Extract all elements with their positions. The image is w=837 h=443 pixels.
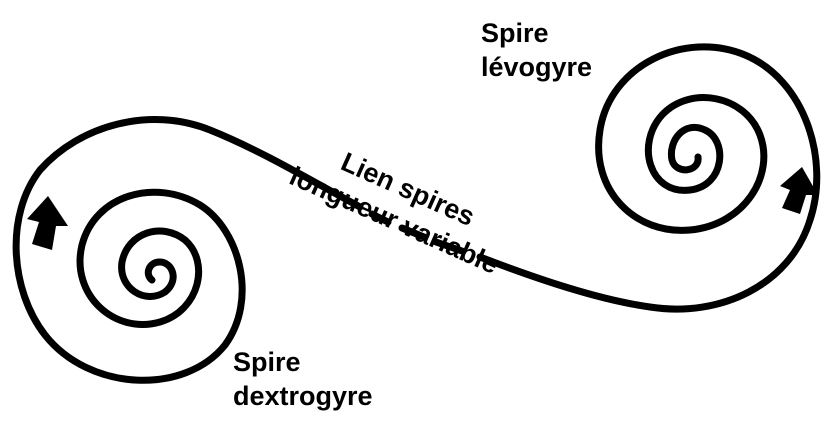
right-spiral bbox=[476, 43, 821, 313]
label-levogyre-line2: lévogyre bbox=[481, 52, 593, 82]
link-dash-2 bbox=[398, 224, 428, 241]
label-dextrogyre-line1: Spire bbox=[233, 347, 301, 377]
left-arrow-icon bbox=[27, 196, 68, 250]
label-levogyre-line1: Spire bbox=[481, 18, 549, 48]
link-dash-1 bbox=[368, 210, 392, 226]
link-dash-3 bbox=[432, 238, 466, 255]
label-dextrogyre: Spire dextrogyre bbox=[233, 345, 373, 413]
left-spiral bbox=[12, 116, 364, 384]
label-levogyre: Spire lévogyre bbox=[481, 16, 592, 84]
right-arrow-icon bbox=[780, 167, 818, 214]
label-dextrogyre-line2: dextrogyre bbox=[233, 381, 373, 411]
